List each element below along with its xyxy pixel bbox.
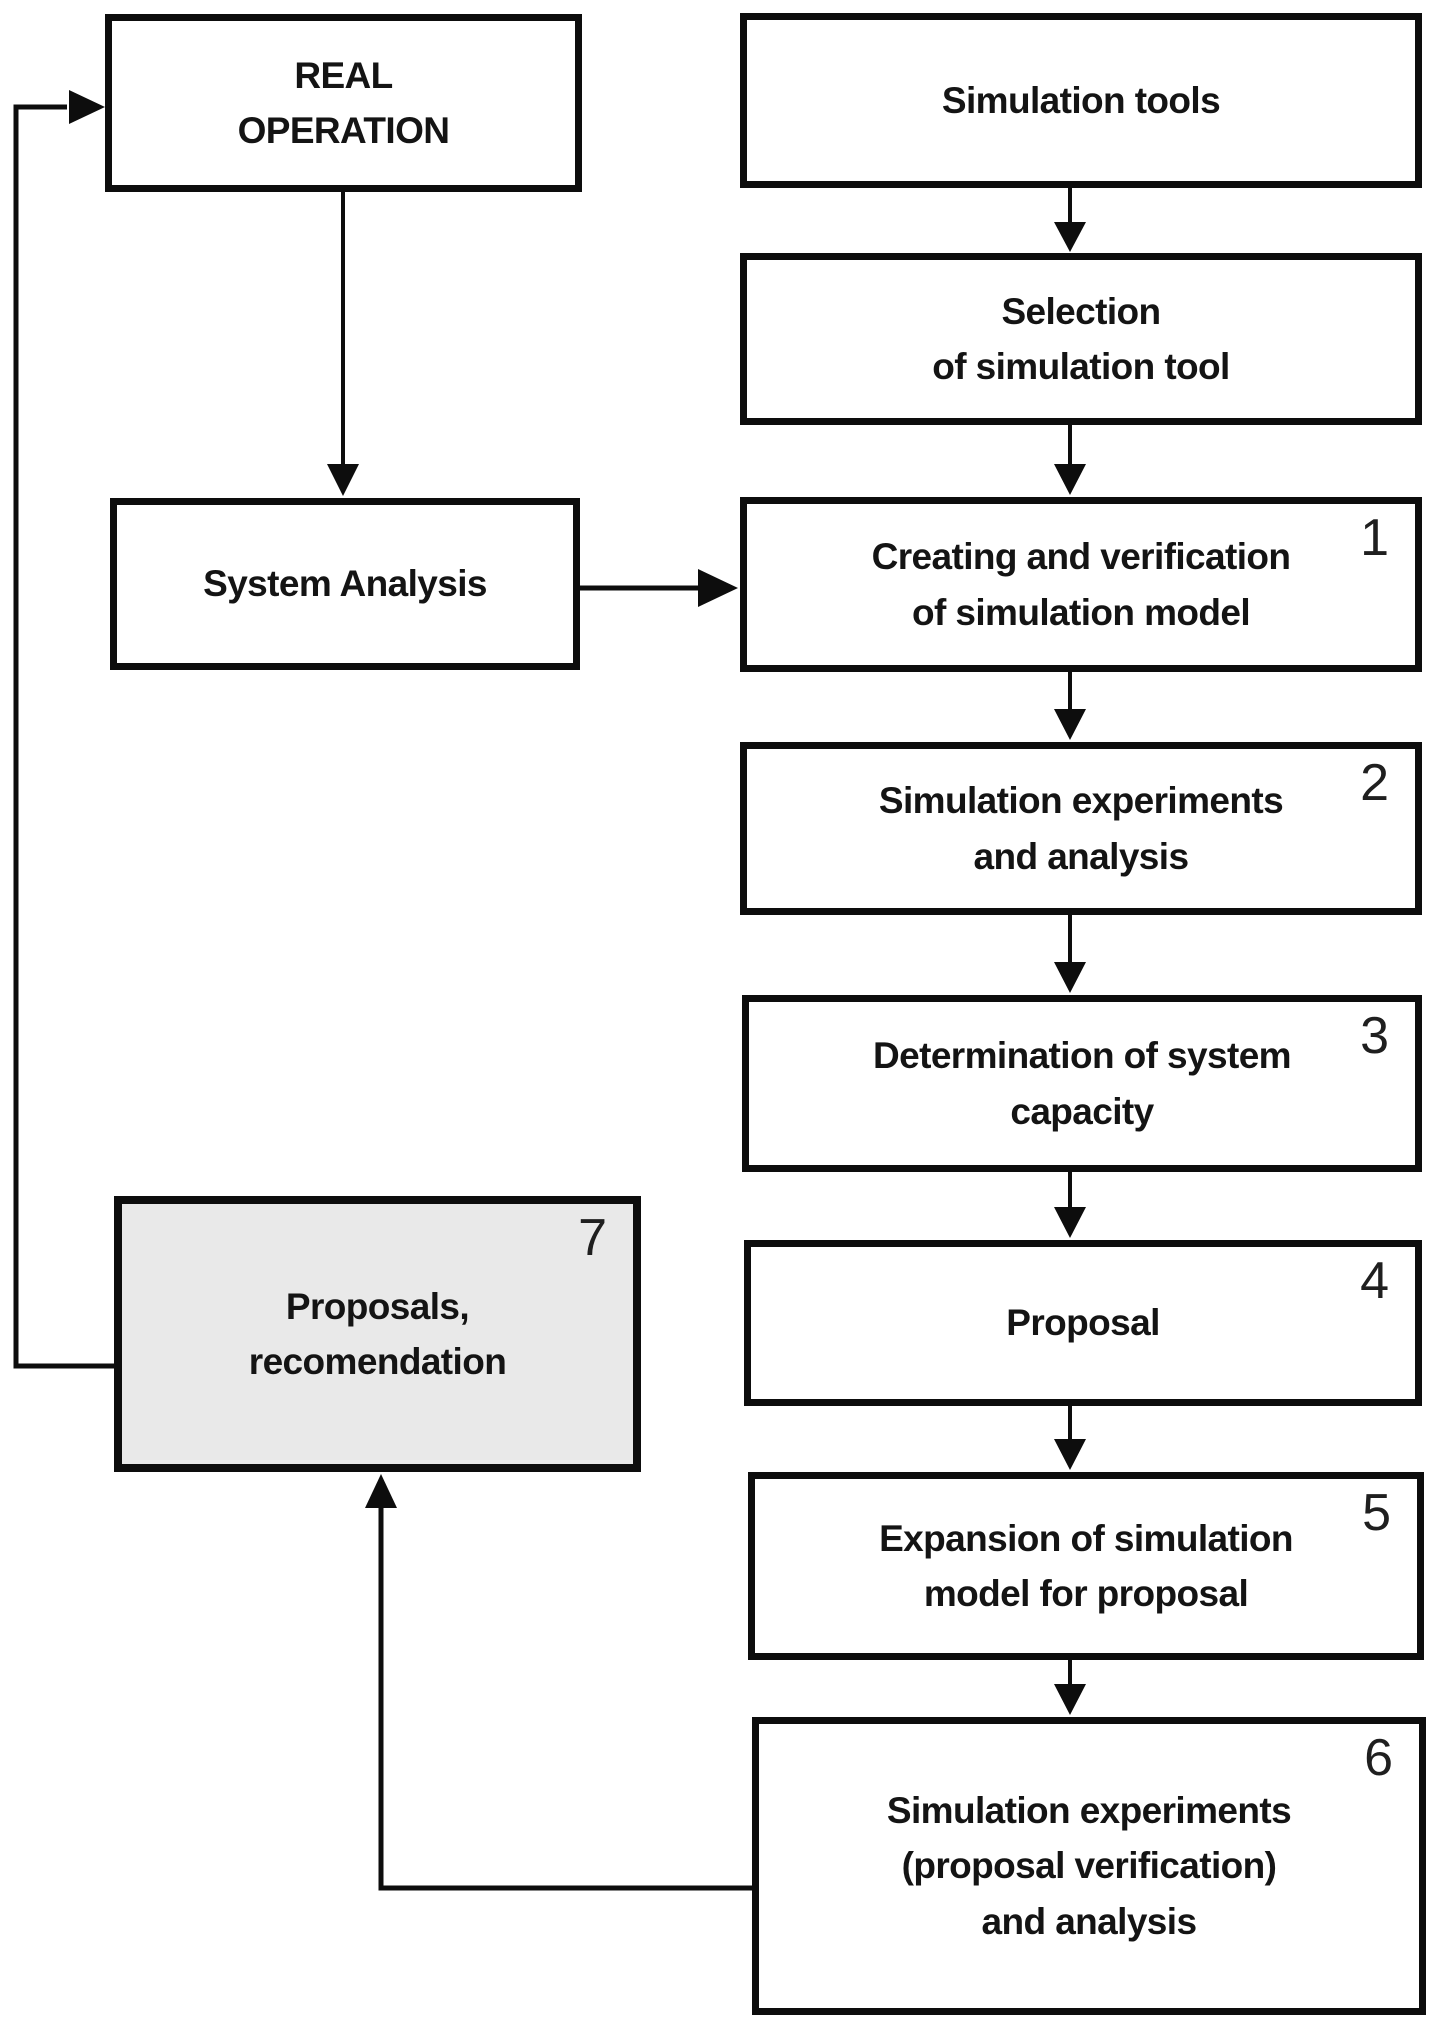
- node-step2-label: Simulation experiments and analysis: [878, 780, 1284, 877]
- node-step3-number: 3: [1360, 1007, 1389, 1065]
- node-step1-number: 1: [1360, 509, 1389, 567]
- node-step6-label: Simulation experiments (proposal verific…: [886, 1789, 1292, 1942]
- node-step7-number: 7: [578, 1209, 607, 1267]
- arrowhead-right-icon: [69, 90, 105, 124]
- node-step3-determination-capacity: 3 Determination of system capacity: [742, 995, 1422, 1172]
- node-step2-simulation-experiments: 2 Simulation experiments and analysis: [740, 742, 1422, 915]
- arrowhead-down-icon: [1054, 709, 1086, 740]
- node-selection-of-simulation-tool: Selection of simulation tool: [740, 253, 1422, 425]
- arrow-step7-to-real-operation: [13, 104, 114, 1369]
- arrow-step6-to-step7: [378, 1506, 752, 1891]
- node-step1-creating-verification: 1 Creating and verification of simulatio…: [740, 497, 1422, 672]
- node-step6-simulation-experiments-verification: 6 Simulation experiments (proposal verif…: [752, 1717, 1426, 2015]
- node-simulation-tools: Simulation tools: [740, 13, 1422, 188]
- node-step3-label: Determination of system capacity: [873, 1035, 1292, 1132]
- node-step7-proposals-recomendation: 7 Proposals, recomendation: [114, 1196, 641, 1472]
- arrowhead-up-icon: [365, 1474, 397, 1508]
- arrowhead-down-icon: [1054, 962, 1086, 993]
- node-step5-number: 5: [1362, 1484, 1391, 1542]
- arrowhead-right-icon: [698, 569, 738, 607]
- node-step4-label: Proposal: [1006, 1302, 1160, 1344]
- node-step5-label: Expansion of simulation model for propos…: [879, 1517, 1293, 1615]
- node-selection-label: Selection of simulation tool: [932, 290, 1230, 388]
- node-system-analysis-label: System Analysis: [203, 563, 487, 605]
- arrowhead-down-icon: [1054, 222, 1086, 252]
- node-step5-expansion-model: 5 Expansion of simulation model for prop…: [748, 1472, 1424, 1660]
- node-step1-label: Creating and verification of simulation …: [871, 536, 1291, 633]
- node-system-analysis: System Analysis: [110, 498, 580, 670]
- arrowhead-down-icon: [1054, 464, 1086, 495]
- node-step7-label: Proposals, recomendation: [248, 1285, 507, 1383]
- node-step2-number: 2: [1360, 754, 1389, 812]
- arrowhead-down-icon: [327, 464, 359, 496]
- arrowhead-down-icon: [1054, 1439, 1086, 1470]
- arrowhead-down-icon: [1054, 1684, 1086, 1715]
- node-step6-number: 6: [1364, 1729, 1393, 1787]
- node-step4-proposal: 4 Proposal: [744, 1240, 1422, 1406]
- arrowhead-down-icon: [1054, 1207, 1086, 1238]
- node-step4-number: 4: [1360, 1252, 1389, 1310]
- node-simulation-tools-label: Simulation tools: [941, 79, 1221, 121]
- node-real-operation-label: REAL OPERATION: [237, 54, 450, 152]
- node-real-operation: REAL OPERATION: [105, 14, 582, 192]
